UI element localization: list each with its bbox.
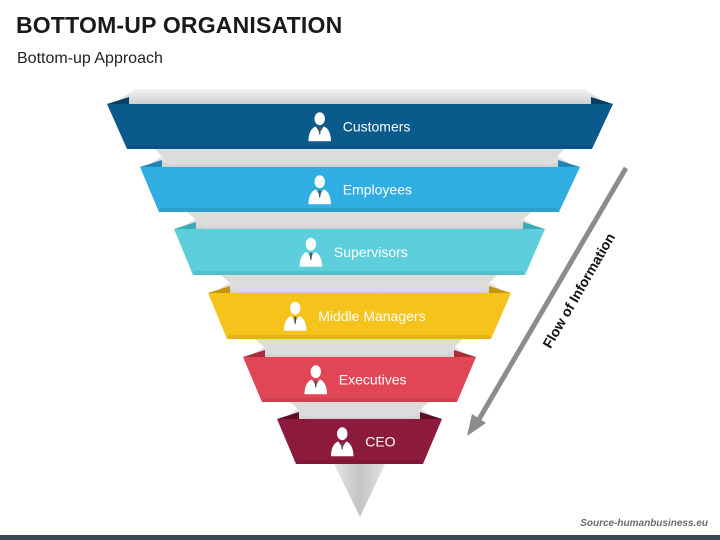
band-shape xyxy=(208,293,511,339)
funnel-level-executives: Executives xyxy=(243,350,476,402)
band-shape xyxy=(107,104,613,149)
page-subtitle: Bottom-up Approach xyxy=(17,50,163,67)
band-label: Supervisors xyxy=(334,244,408,260)
funnel-connector xyxy=(290,402,429,417)
funnel-connector xyxy=(155,149,564,165)
band-label: Executives xyxy=(339,372,407,388)
funnel-connector xyxy=(255,339,463,355)
band-shade xyxy=(227,335,491,339)
band-label: CEO xyxy=(365,434,395,450)
band-label: Employees xyxy=(343,182,412,198)
funnel-level-supervisors: Supervisors xyxy=(174,222,545,275)
funnel-back-wall xyxy=(113,89,607,104)
page-title: BOTTOM-UP ORGANISATION xyxy=(16,12,343,38)
funnel-level-middle-managers: Middle Managers xyxy=(208,286,511,339)
funnel-connector xyxy=(187,212,531,227)
funnel-level-customers: Customers xyxy=(107,97,613,149)
funnel-level-employees: Employees xyxy=(140,160,580,212)
funnel-level-ceo: CEO xyxy=(277,412,442,464)
band-shade xyxy=(159,208,559,212)
band-label: Middle Managers xyxy=(318,308,425,324)
band-shape xyxy=(140,167,580,212)
band-shape xyxy=(174,229,545,275)
funnel-connector xyxy=(221,275,497,291)
funnel-tip xyxy=(334,464,385,517)
band-shade xyxy=(193,271,525,275)
arrow-down-left-icon xyxy=(467,414,486,436)
band-shade xyxy=(262,398,457,402)
band-shape xyxy=(277,419,442,464)
band-shade xyxy=(127,145,592,149)
band-shape xyxy=(243,357,476,402)
flow-arrow-shaft xyxy=(475,166,629,423)
source-credit: Source-humanbusiness.eu xyxy=(580,518,708,529)
bottom-bar xyxy=(0,535,720,540)
band-shade xyxy=(296,460,423,464)
band-label: Customers xyxy=(343,119,411,135)
